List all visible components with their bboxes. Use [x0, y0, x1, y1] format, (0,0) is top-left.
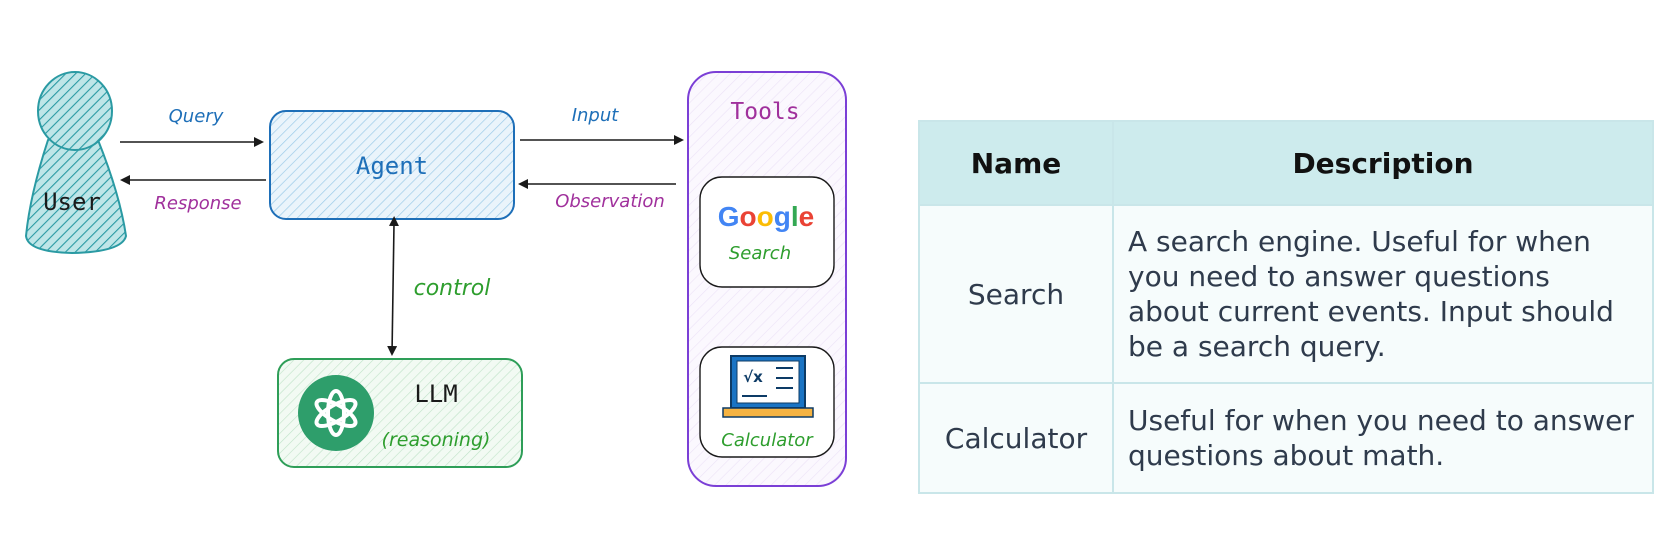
- user-icon: [24, 71, 128, 255]
- column-header-description: Description: [1112, 120, 1654, 206]
- llm-sublabel: (reasoning): [382, 429, 491, 451]
- response-label: Response: [154, 193, 241, 214]
- calculator-screen-text: √x: [743, 368, 763, 386]
- calculator-laptop-icon: √x: [722, 355, 814, 418]
- agent-diagram: User Query Response Agent Input Observat…: [24, 71, 847, 487]
- column-header-name: Name: [918, 120, 1114, 206]
- table-cell-name: Search: [918, 204, 1114, 384]
- table-row: Search A search engine. Useful for when …: [918, 204, 1654, 384]
- openai-logo-icon: [298, 375, 374, 451]
- observation-label: Observation: [555, 191, 665, 212]
- llm-node: LLM (reasoning): [277, 358, 523, 468]
- control-label: control: [414, 276, 491, 301]
- table-cell-description: A search engine. Useful for when you nee…: [1112, 204, 1654, 384]
- input-label: Input: [572, 105, 620, 126]
- tools-title: Tools: [730, 99, 799, 125]
- agent-label: Agent: [356, 152, 428, 180]
- user-node: User: [24, 71, 128, 255]
- table-cell-description: Useful for when you need to answer quest…: [1112, 382, 1654, 494]
- search-tool-card: Google Search: [699, 176, 835, 288]
- agent-node: Agent: [269, 110, 515, 220]
- table-row: Calculator Useful for when you need to a…: [918, 382, 1654, 494]
- llm-label: LLM: [414, 380, 457, 408]
- query-label: Query: [169, 106, 224, 127]
- tools-table: Name Description Search A search engine.…: [918, 120, 1654, 494]
- google-logo-icon: Google: [718, 201, 814, 232]
- tools-node: Tools Google Search √x Calculator: [687, 71, 847, 487]
- table-cell-name: Calculator: [918, 382, 1114, 494]
- control-arrow: [387, 216, 399, 356]
- calculator-tool-card: √x Calculator: [699, 346, 835, 458]
- search-tool-label: Search: [729, 243, 791, 264]
- table-header-row: Name Description: [918, 120, 1654, 206]
- calculator-tool-label: Calculator: [721, 430, 814, 451]
- user-label: User: [43, 188, 101, 216]
